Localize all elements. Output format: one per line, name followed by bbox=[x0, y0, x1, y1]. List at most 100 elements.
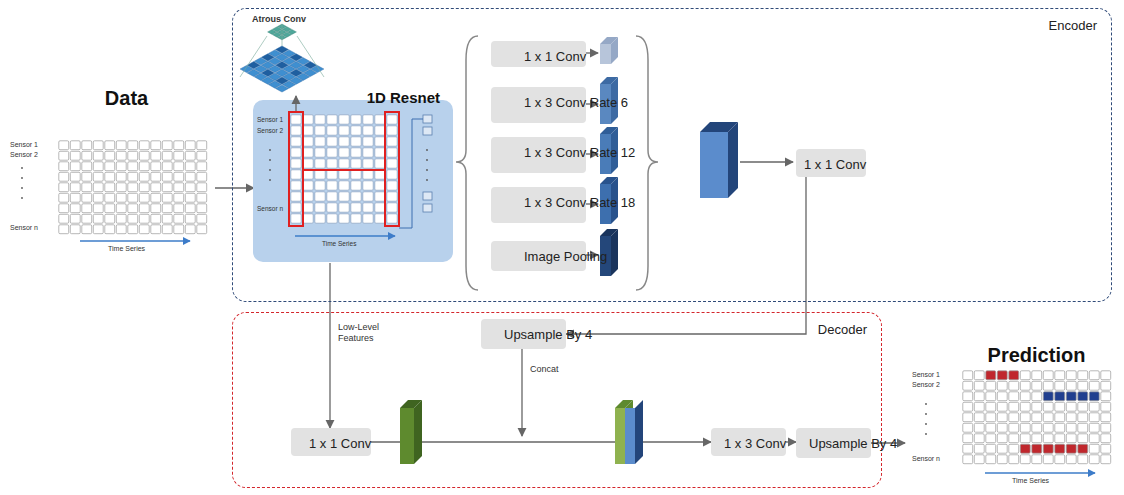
feature-map bbox=[611, 127, 618, 174]
grid-cell bbox=[1043, 423, 1053, 432]
grid-cell bbox=[1055, 402, 1065, 411]
feature-map bbox=[600, 184, 611, 224]
grid-cell bbox=[339, 203, 349, 212]
grid-cell bbox=[303, 115, 313, 124]
output-cell bbox=[423, 192, 432, 200]
grid-cell bbox=[1078, 371, 1088, 380]
grid-cell bbox=[93, 193, 103, 202]
text-label: Time Series bbox=[1012, 477, 1049, 484]
grid-cell bbox=[197, 204, 207, 213]
grid-cell bbox=[363, 181, 373, 190]
grid-cell bbox=[303, 170, 313, 179]
grid-cell bbox=[70, 172, 80, 181]
grid-cell bbox=[387, 137, 397, 146]
text-label: Time Series bbox=[108, 245, 145, 252]
grid-cell bbox=[387, 192, 397, 201]
feature-map bbox=[611, 77, 618, 124]
grid-cell bbox=[1043, 371, 1053, 380]
grid-cell bbox=[1020, 413, 1030, 422]
connector bbox=[566, 177, 806, 334]
grid-cell bbox=[1009, 444, 1019, 453]
ellipsis-dot bbox=[269, 159, 271, 161]
grid-cell bbox=[139, 204, 149, 213]
edge-label: Low-Level Features bbox=[338, 322, 390, 344]
grid-cell bbox=[351, 126, 361, 135]
grid-cell bbox=[151, 214, 161, 223]
grid-cell bbox=[59, 172, 69, 181]
feature-map bbox=[600, 77, 618, 84]
output-cell bbox=[423, 204, 432, 212]
concat-map bbox=[615, 400, 633, 408]
ellipsis-dot bbox=[426, 169, 428, 171]
grid-cell bbox=[59, 193, 69, 202]
grid-cell bbox=[93, 214, 103, 223]
grid-cell bbox=[1066, 371, 1076, 380]
grid-cell bbox=[997, 444, 1007, 453]
grid-cell bbox=[303, 126, 313, 135]
grid-cell bbox=[151, 162, 161, 171]
grid-cell bbox=[1020, 455, 1030, 464]
grid-cell bbox=[1020, 381, 1030, 390]
grid-cell bbox=[351, 214, 361, 223]
arrow-line bbox=[295, 235, 395, 236]
grid-cell bbox=[339, 181, 349, 190]
grid-cell bbox=[1078, 413, 1088, 422]
arrow-line bbox=[740, 161, 793, 162]
grid-cell bbox=[1009, 455, 1019, 464]
grid-cell bbox=[974, 402, 984, 411]
grid-cell bbox=[128, 141, 138, 150]
grid-cell bbox=[997, 402, 1007, 411]
grid-cell bbox=[1078, 402, 1088, 411]
grid-cell bbox=[162, 151, 172, 160]
grid-cell bbox=[139, 162, 149, 171]
grid-cell bbox=[1043, 444, 1053, 453]
grid-cell bbox=[351, 137, 361, 146]
grid-cell bbox=[82, 151, 92, 160]
heading: Decoder bbox=[818, 322, 867, 337]
grid-cell bbox=[1066, 423, 1076, 432]
ellipsis-dot bbox=[21, 197, 23, 199]
grid-cell bbox=[303, 181, 313, 190]
low-level-map bbox=[400, 408, 414, 464]
grid-cell bbox=[174, 183, 184, 192]
grid-cell bbox=[1009, 371, 1019, 380]
grid-cell bbox=[162, 183, 172, 192]
grid-cell bbox=[174, 204, 184, 213]
grid-cell bbox=[1066, 392, 1076, 401]
grid-cell bbox=[116, 214, 126, 223]
grid-cell bbox=[185, 172, 195, 181]
kernel-window bbox=[289, 112, 303, 226]
grid-cell bbox=[162, 204, 172, 213]
grid-cell bbox=[139, 141, 149, 150]
grid-cell bbox=[363, 137, 373, 146]
grid-cell bbox=[116, 204, 126, 213]
grid-cell bbox=[139, 214, 149, 223]
atrous-cell bbox=[275, 85, 288, 92]
grid-cell bbox=[303, 137, 313, 146]
text-label: Sensor 2 bbox=[912, 381, 940, 388]
grid-cell bbox=[291, 170, 301, 179]
grid-cell bbox=[315, 181, 325, 190]
figure-group: Data bbox=[8, 86, 215, 251]
grid-cell bbox=[162, 141, 172, 150]
grid-cell bbox=[375, 148, 385, 157]
grid-cell bbox=[1009, 423, 1019, 432]
feature-map bbox=[600, 84, 611, 124]
grid-cell bbox=[116, 141, 126, 150]
grid-cell bbox=[375, 214, 385, 223]
grid-cell bbox=[303, 203, 313, 212]
grid-cell bbox=[1101, 402, 1111, 411]
ellipsis-dot bbox=[426, 149, 428, 151]
grid-cell bbox=[1101, 455, 1111, 464]
grid-cell bbox=[1020, 402, 1030, 411]
grid-cell bbox=[315, 170, 325, 179]
grid-cell bbox=[315, 203, 325, 212]
grid-cell bbox=[1089, 423, 1099, 432]
grid-cell bbox=[327, 170, 337, 179]
grid-cell bbox=[197, 151, 207, 160]
cell-grid bbox=[963, 371, 1111, 464]
grid-cell bbox=[1078, 444, 1088, 453]
grid-cell bbox=[93, 225, 103, 234]
feature-map bbox=[600, 127, 618, 134]
grid-cell bbox=[974, 444, 984, 453]
